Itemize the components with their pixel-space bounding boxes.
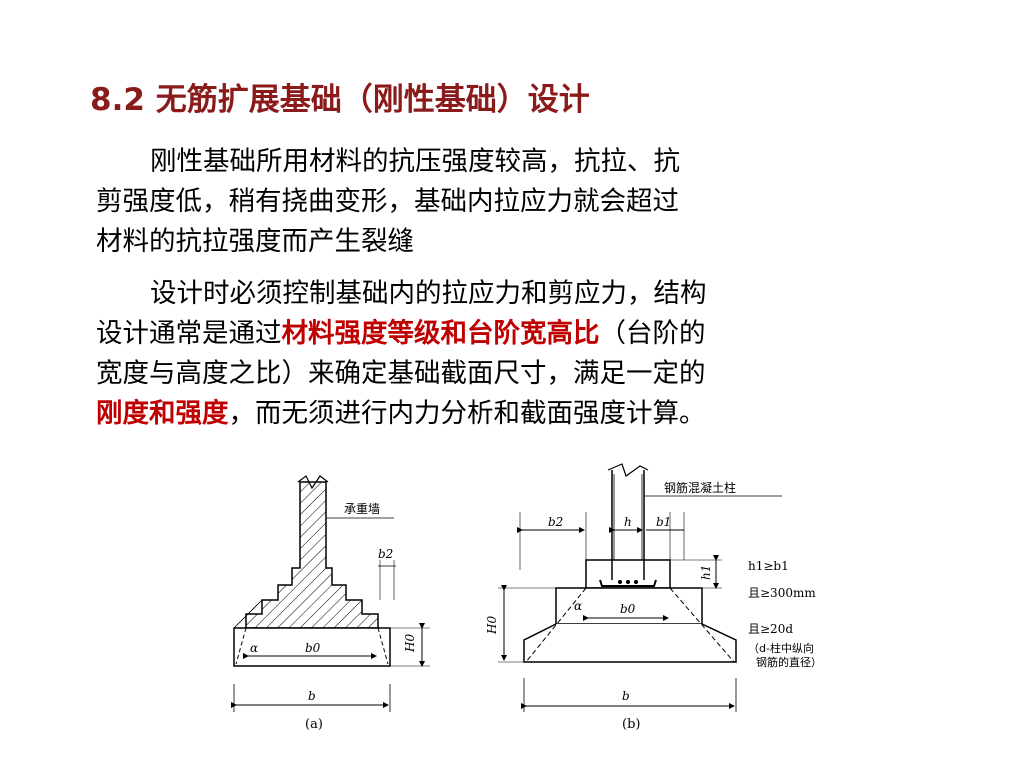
paragraph-1-line-3: 材料的抗拉强度而产生裂缝 xyxy=(96,226,414,257)
figure-b-caption: (b) xyxy=(622,717,640,732)
figure-b-note-1: （d-柱中纵向 xyxy=(748,641,814,655)
emphasis-stiffness: 刚度和强度 xyxy=(96,398,229,429)
figure-a-diagram: b0 α 承重墙 b2 H0 b (a) xyxy=(231,475,430,732)
paragraph-2-line-2-text: 设计通常是通过 xyxy=(96,318,282,349)
figure-a-H0-label: H0 xyxy=(403,634,417,653)
paragraph-2-line-3: 宽度与高度之比）来确定基础截面尺寸，满足一定的 xyxy=(96,358,706,389)
paragraph-2-line-4-text: ，而无须进行内力分析和截面强度计算。 xyxy=(228,398,706,429)
figure-b-h-label: h xyxy=(624,515,632,529)
emphasis-ratio: 材料强度等级和台阶宽高比 xyxy=(281,318,600,349)
paragraph-1-line-1: 刚性基础所用材料的抗压强度较高，抗拉、抗 xyxy=(150,146,680,177)
figure-a-alpha-label: α xyxy=(250,641,258,655)
paragraph-1: 刚性基础所用材料的抗压强度较高，抗拉、抗 剪强度低，稍有挠曲变形，基础内拉应力就… xyxy=(96,142,896,262)
figure-b-note-2: 钢筋的直径） xyxy=(756,655,822,669)
figure-b-b1-label: b1 xyxy=(656,515,671,529)
paragraph-1-line-2: 剪强度低，稍有挠曲变形，基础内拉应力就会超过 xyxy=(96,186,679,217)
figure-b-diagram: α b0 钢筋混凝土柱 b2 h b1 h1 H0 b h1≥b1 且 xyxy=(485,463,822,732)
paragraph-2-line-2: 设计通常是通过材料强度等级和台阶宽高比（台阶的 xyxy=(96,314,896,354)
figure-b-H0-label: H0 xyxy=(485,616,499,635)
figure-a-b0-label: b0 xyxy=(305,641,321,655)
slide-title: 8.2 无筋扩展基础（刚性基础）设计 xyxy=(90,82,590,118)
figure-a-caption: (a) xyxy=(305,717,323,732)
figure-b-b2-label: b2 xyxy=(548,515,563,529)
paragraph-2-line-1: 设计时必须控制基础内的拉应力和剪应力，结构 xyxy=(150,278,707,309)
figure-a-b2-label: b2 xyxy=(378,547,393,561)
figure-b-b-label: b xyxy=(622,689,630,703)
figure-b-h1-label: h1 xyxy=(699,565,713,580)
figure-a-b-label: b xyxy=(308,689,316,703)
figure-b-column-label: 钢筋混凝土柱 xyxy=(664,480,736,495)
figure-b-b0-label: b0 xyxy=(620,602,636,616)
paragraph-2-line-4: 刚度和强度，而无须进行内力分析和截面强度计算。 xyxy=(96,394,896,434)
figure-b-condition-3: 且≥20d xyxy=(748,622,793,636)
paragraph-2: 设计时必须控制基础内的拉应力和剪应力，结构 设计通常是通过材料强度等级和台阶宽高… xyxy=(96,274,896,434)
figure-a-base-block xyxy=(233,627,391,667)
figure-b-condition-2: 且≥300mm xyxy=(748,586,816,600)
figure-b-sloped-base xyxy=(523,623,737,663)
figure-a-wall-label: 承重墙 xyxy=(344,502,380,516)
figure-b-condition-1: h1≥b1 xyxy=(748,559,789,573)
paragraph-2-line-2-tail: （台阶的 xyxy=(599,318,706,349)
figure-b-alpha-label: α xyxy=(574,599,582,613)
